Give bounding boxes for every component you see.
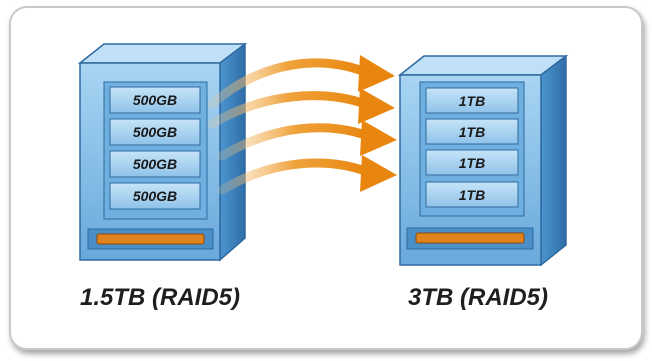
target-indicator-bar <box>415 232 525 244</box>
target-drive-bay: 1TB <box>425 149 519 176</box>
source-drive-bay: 500GB <box>109 86 201 114</box>
target-array-caption: 3TB (RAID5) <box>408 284 549 311</box>
target-server: 1TB 1TB 1TB 1TB <box>397 54 569 267</box>
source-server-top <box>77 43 248 64</box>
target-drive-label: 1TB <box>459 124 485 140</box>
target-server-side <box>540 54 567 267</box>
migration-arrow <box>217 120 397 161</box>
source-server: 500GB 500GB 500GB 500GB <box>77 42 248 262</box>
source-array-caption: 1.5TB (RAID5) <box>80 284 241 311</box>
target-server-top <box>397 55 569 76</box>
source-indicator-bar <box>96 233 205 245</box>
source-drive-bay: 500GB <box>109 150 201 178</box>
source-drive-label: 500GB <box>133 92 177 108</box>
target-drive-bay: 1TB <box>425 118 519 145</box>
target-drive-label: 1TB <box>459 187 485 203</box>
source-status-panel <box>87 228 214 250</box>
migration-arrow <box>217 155 397 195</box>
target-drive-bay: 1TB <box>425 87 519 114</box>
target-status-panel <box>406 227 534 250</box>
source-drive-label: 500GB <box>133 156 177 172</box>
migration-arrows <box>207 55 397 195</box>
target-drive-label: 1TB <box>459 155 485 171</box>
target-drive-bay: 1TB <box>425 181 519 208</box>
source-drive-bay: 500GB <box>109 118 201 146</box>
source-drive-label: 500GB <box>133 124 177 140</box>
source-drive-bay: 500GB <box>109 182 201 210</box>
target-drive-label: 1TB <box>459 93 485 109</box>
migration-arrow <box>207 55 395 109</box>
migration-arrow <box>207 88 395 129</box>
source-drive-label: 500GB <box>133 188 177 204</box>
